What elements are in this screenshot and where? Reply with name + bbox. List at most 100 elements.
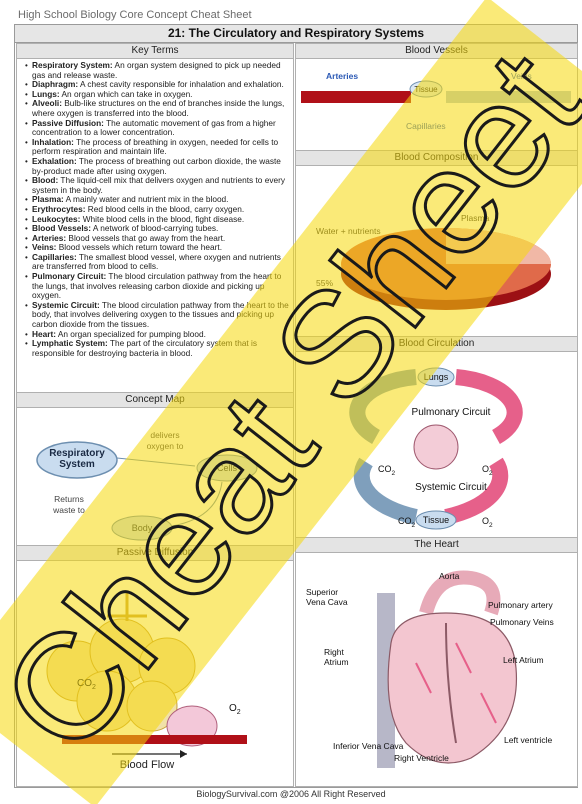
key-term-definition: The liquid-cell mix that delivers oxygen… [32, 175, 286, 195]
blood-circulation-panel: Blood Circulation Lungs Pulmonary Circui… [295, 336, 578, 538]
key-term-definition: A mainly water and nutrient mix in the b… [63, 194, 229, 205]
key-term-name: Lymphatic System: [32, 338, 108, 349]
plasma-label: Plasma [461, 213, 490, 223]
percent-label: 55% [316, 278, 333, 288]
footer-credit: BiologySurvival.com @2006 All Right Rese… [196, 789, 386, 799]
concept-map-panel: Concept Map Respiratory System delivers … [16, 392, 294, 546]
key-term-item: Alveoli: Bulb-like structures on the end… [25, 99, 289, 118]
document-title: High School Biology Core Concept Cheat S… [18, 9, 252, 21]
aorta-label: Aorta [439, 571, 460, 581]
concept-map-heading: Concept Map [17, 393, 293, 408]
key-term-item: Systemic Circuit: The blood circulation … [25, 299, 289, 330]
key-term-name: Arteries: [32, 232, 67, 243]
blood-composition-panel: Blood Composition Water + nutrients Plas… [295, 150, 578, 337]
body-node-label: Body [132, 523, 153, 533]
vessels-diagram: Arteries Tissue Veins Capillaries [301, 71, 571, 131]
key-term-definition: An organ which can take in oxygen. [59, 88, 193, 99]
returns-label: Returns [54, 494, 84, 504]
water-label: Water + nutrients [316, 226, 381, 236]
right-atrium-label: Right [324, 647, 344, 657]
key-term-name: Systemic Circuit: [32, 299, 100, 310]
key-term-definition: White blood cells in the blood, fight di… [80, 213, 245, 224]
ivc-label: Inferior Vena Cava [333, 741, 404, 751]
key-term-name: Blood: [32, 175, 59, 186]
key-term-name: Plasma: [32, 194, 64, 205]
key-term-definition: A network of blood-carrying tubes. [91, 223, 219, 234]
key-term-item: Inhalation: The process of breathing in … [25, 136, 289, 157]
veins-label: Veins [511, 71, 532, 81]
key-term-definition: Blood vessels which return toward the he… [56, 242, 223, 253]
key-term-name: Inhalation: [32, 136, 74, 147]
passive-diffusion-heading: Passive Diffusion [17, 546, 293, 561]
cheat-sheet-frame: 21: The Circulatory and Respiratory Syst… [14, 24, 578, 788]
key-term-name: Capillaries: [32, 251, 77, 262]
right-ventricle-label: Right Ventricle [394, 753, 449, 763]
pulmonary-artery-label: Pulmonary artery [488, 600, 553, 610]
passive-diffusion-panel: Passive Diffusion CO2 O2 Blood Flow [16, 545, 294, 787]
circulation-diagram: Lungs Pulmonary Circuit Systemic Circuit… [349, 367, 523, 530]
key-terms-panel: Key Terms Respiratory System: An organ s… [16, 43, 294, 393]
key-term-name: Respiratory System: [32, 60, 113, 70]
key-term-item: Pulmonary Circuit: The blood circulation… [25, 271, 289, 301]
capillary-tube [62, 735, 247, 744]
key-term-name: Erythrocytes: [32, 203, 86, 214]
key-term-definition: An organ specialized for pumping blood. [55, 328, 206, 339]
key-term-definition: A chest cavity responsible for inhalatio… [78, 79, 284, 90]
key-term-item: Passive Diffusion: The automatic movemen… [25, 118, 289, 138]
blood-composition-chart: Water + nutrients Plasma 55% [316, 213, 551, 310]
heart-diagram: Superior Vena Cava Aorta Pulmonary arter… [306, 570, 554, 768]
heart-body [387, 612, 518, 764]
key-term-definition: Bulb-like structures on the end of branc… [32, 98, 285, 118]
key-term-item: Lymphatic System: The part of the circul… [25, 338, 289, 358]
key-term-item: Capillaries: The smallest blood vessel, … [25, 251, 289, 272]
capillaries-label: Capillaries [406, 121, 446, 131]
blood-flow-label: Blood Flow [120, 759, 174, 771]
concept-map-diagram: Respiratory System delivers oxygen to Ce… [36, 430, 258, 541]
delivers-label: delivers [150, 430, 179, 440]
respiratory-node-label: Respiratory [49, 448, 105, 459]
blood-composition-heading: Blood Composition [296, 151, 577, 166]
tissue-label: Tissue [414, 85, 438, 94]
svg-text:waste to: waste to [52, 505, 85, 515]
key-term-item: Blood: The liquid-cell mix that delivers… [25, 175, 289, 195]
o2-label: O2 [482, 516, 493, 529]
aorta-arch [419, 570, 501, 616]
lungs-label: Lungs [424, 372, 449, 382]
key-term-name: Diaphragm: [32, 79, 79, 90]
bronchiole [107, 591, 147, 621]
o2-label: O2 [229, 703, 241, 716]
svg-text:oxygen to: oxygen to [147, 441, 184, 451]
key-term-name: Blood Vessels: [32, 223, 92, 234]
key-term-item: Respiratory System: An organ system desi… [25, 60, 289, 80]
vein-tube [446, 91, 571, 103]
heart-heading: The Heart [296, 538, 577, 553]
left-ventricle-label: Left ventricle [504, 735, 552, 745]
svc-label: Superior [306, 587, 338, 597]
key-term-name: Leukocytes: [32, 213, 81, 224]
cells-node-label: Cells [217, 463, 238, 473]
heart-icon [413, 424, 459, 470]
pulmonary-return-arc [349, 369, 417, 444]
systemic-circuit-label: Systemic Circuit [415, 482, 487, 493]
key-term-definition: Red blood cells in the blood, carry oxyg… [85, 203, 245, 214]
key-term-definition: Blood vessels that go away from the hear… [66, 232, 226, 243]
key-term-name: Heart: [32, 328, 56, 339]
alveoli-diagram: CO2 O2 Blood Flow [46, 591, 247, 771]
svg-text:Atrium: Atrium [324, 657, 349, 667]
key-term-name: Lungs: [32, 88, 60, 99]
key-term-name: Pulmonary Circuit: [32, 271, 107, 282]
tissue-label: Tissue [423, 515, 449, 525]
connector-line [116, 457, 196, 467]
key-term-name: Veins: [32, 242, 57, 253]
key-term-name: Alveoli: [32, 98, 62, 109]
heart-panel: The Heart Superior Vena Cava Aorta Pulmo… [295, 537, 578, 787]
arteries-label: Arteries [326, 71, 358, 81]
key-term-name: Exhalation: [32, 155, 77, 166]
svg-text:System: System [59, 459, 95, 470]
left-atrium-label: Left Atrium [503, 655, 544, 665]
pulmonary-circuit-label: Pulmonary Circuit [412, 407, 491, 418]
blood-vessels-heading: Blood Vessels [296, 44, 577, 59]
key-terms-list: Respiratory System: An organ system desi… [17, 59, 293, 358]
plasma-slice [446, 228, 551, 264]
key-term-item: Exhalation: The process of breathing out… [25, 155, 289, 176]
